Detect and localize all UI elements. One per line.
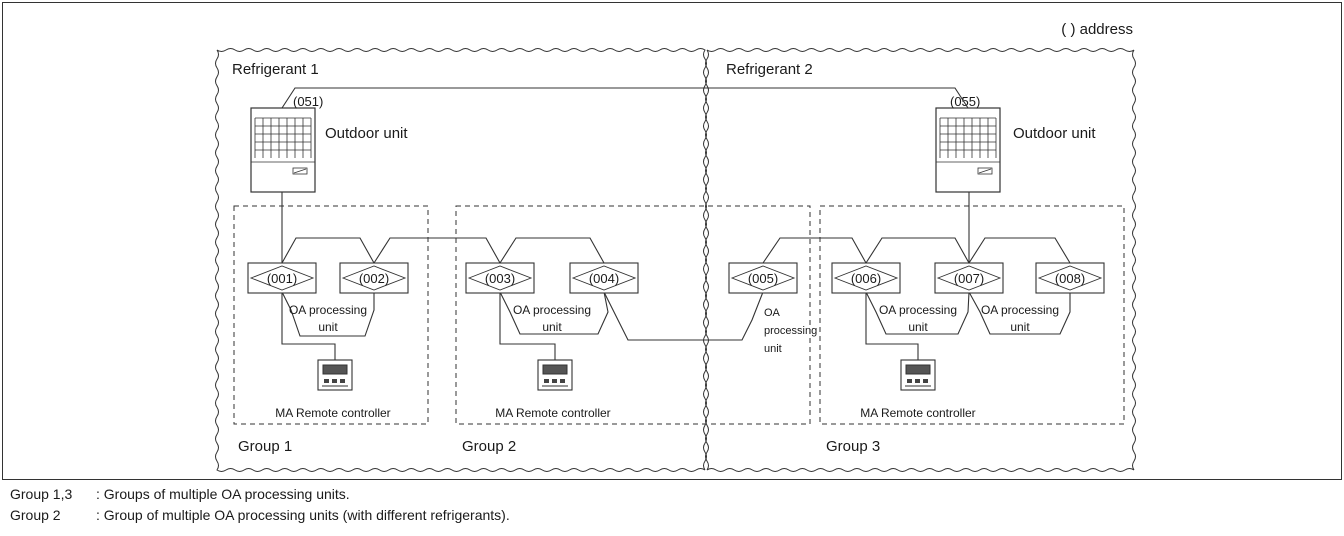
address-legend: ( ) address (1061, 21, 1133, 38)
indoor-unit-5-address: (005) (748, 271, 778, 286)
indoor-unit-1: (001) (247, 262, 317, 294)
group-3-label: Group 3 (826, 438, 880, 455)
note-1-key: Group 1,3 (10, 486, 73, 502)
indoor-unit-8-address: (008) (1055, 271, 1085, 286)
group-1-controller-label: MA Remote controller (275, 406, 390, 420)
refrigerant-1-label: Refrigerant 1 (232, 61, 319, 78)
oa-label-005-line2: processing (764, 325, 817, 337)
remote-controller-1-icon (317, 359, 353, 391)
group-2-box (455, 205, 811, 425)
oa-label-g2-line2: unit (542, 320, 562, 334)
indoor-unit-4: (004) (569, 262, 639, 294)
remote-controller-2-icon (537, 359, 573, 391)
refrigerant-2-label: Refrigerant 2 (726, 61, 813, 78)
outdoor-unit-2-address: (055) (950, 94, 980, 109)
remote-controller-3-icon (900, 359, 936, 391)
refrigerant-2-boundary (705, 48, 1136, 472)
indoor-unit-7-address: (007) (954, 271, 984, 286)
outer-border (2, 2, 1342, 480)
group-2-label: Group 2 (462, 438, 516, 455)
oa-label-005-line3: unit (764, 343, 782, 355)
indoor-unit-3: (003) (465, 262, 535, 294)
group-2-controller-label: MA Remote controller (495, 406, 610, 420)
indoor-unit-8: (008) (1035, 262, 1105, 294)
indoor-unit-6: (006) (831, 262, 901, 294)
outdoor-unit-2-label: Outdoor unit (1013, 125, 1096, 142)
indoor-units: (001) (002) (003) (004) (005) (006) (007) (008) (247, 262, 1105, 294)
oa-label-005-line1: OA (764, 307, 781, 319)
group-1-label: Group 1 (238, 438, 292, 455)
indoor-unit-2: (002) (339, 262, 409, 294)
indoor-unit-5: (005) (728, 262, 798, 294)
oa-label-g3a-line1: OA processing (879, 303, 957, 317)
transmission-lines (281, 87, 1071, 360)
oa-label-g3a-line2: unit (908, 320, 928, 334)
refrigerant-1-boundary (215, 48, 707, 472)
indoor-unit-3-address: (003) (485, 271, 515, 286)
note-2-text: : Group of multiple OA processing units … (96, 507, 510, 523)
oa-label-g2-line1: OA processing (513, 303, 591, 317)
oa-label-g1-line1: OA processing (289, 303, 367, 317)
indoor-unit-7: (007) (934, 262, 1004, 294)
outdoor-unit-1-label: Outdoor unit (325, 125, 408, 142)
indoor-unit-4-address: (004) (589, 271, 619, 286)
note-row-2: Group 2 : Group of multiple OA processing… (10, 507, 510, 523)
outdoor-unit-1-address: (051) (293, 94, 323, 109)
oa-label-g1-line2: unit (318, 320, 338, 334)
group-1-box (233, 205, 429, 425)
outdoor-unit-2 (935, 107, 1001, 193)
oa-label-g3b-line1: OA processing (981, 303, 1059, 317)
note-1-text: : Groups of multiple OA processing units… (96, 486, 350, 502)
outdoor-unit-1 (250, 107, 316, 193)
indoor-unit-6-address: (006) (851, 271, 881, 286)
oa-label-g3b-line2: unit (1010, 320, 1030, 334)
indoor-unit-1-address: (001) (267, 271, 297, 286)
remote-controllers (317, 359, 936, 391)
note-row-1: Group 1,3 : Groups of multiple OA process… (10, 486, 350, 502)
group-3-controller-label: MA Remote controller (860, 406, 975, 420)
indoor-unit-2-address: (002) (359, 271, 389, 286)
note-2-key: Group 2 (10, 507, 61, 523)
